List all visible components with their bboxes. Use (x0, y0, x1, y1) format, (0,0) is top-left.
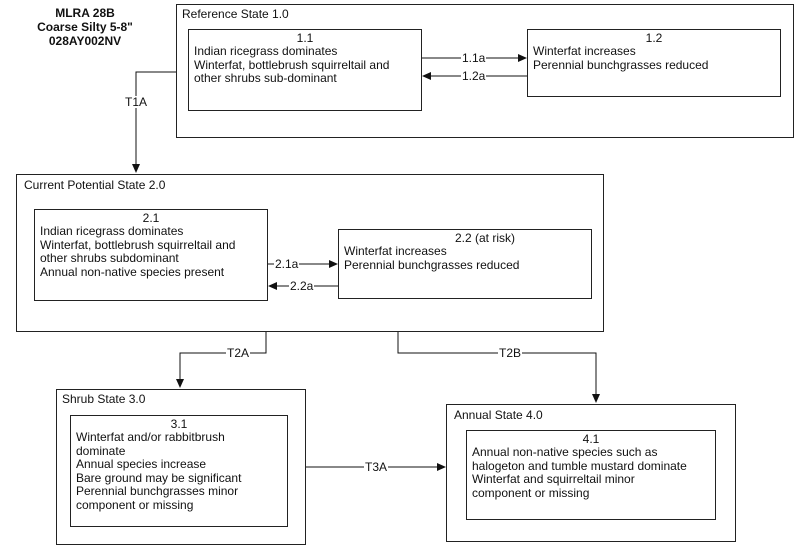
phase-4-1-line: Annual non-native species such as (472, 445, 658, 459)
mlra-label: MLRA 28B (55, 6, 115, 20)
pathway-1-2a-label: 1.2a (461, 69, 487, 83)
pathway-2-2a-label: 2.2a (289, 279, 315, 293)
phase-2-2-box: 2.2 (at risk) Winterfat increases Perenn… (338, 229, 592, 299)
phase-1-2-box: 1.2 Winterfat increases Perennial bunchg… (527, 29, 781, 97)
phase-4-1-line: Winterfat and squirreltail minor (472, 472, 635, 486)
transition-t3a-label: T3A (364, 460, 389, 474)
pathway-2-1a-label: 2.1a (274, 257, 300, 271)
annual-state-title: Annual State 4.0 (454, 408, 543, 422)
phase-1-1-line: other shrubs sub-dominant (194, 71, 337, 85)
site-id-label: 028AY002NV (48, 34, 122, 48)
current-state-title: Current Potential State 2.0 (24, 178, 166, 192)
phase-1-1-box: 1.1 Indian ricegrass dominates Winterfat… (188, 29, 422, 111)
transition-t2b-label: T2B (498, 346, 523, 360)
phase-4-1-box: 4.1 Annual non-native species such as ha… (466, 430, 716, 520)
shrub-state-title: Shrub State 3.0 (62, 392, 146, 406)
phase-3-1-line: Perennial bunchgrasses minor (76, 484, 239, 498)
phase-4-1-id: 4.1 (582, 432, 600, 446)
phase-4-1-line: halogeton and tumble mustard dominate (472, 458, 687, 473)
phase-3-1-line: component or missing (76, 497, 194, 512)
phase-1-1-line: Indian ricegrass dominates (194, 44, 338, 58)
phase-2-2-line: Winterfat increases (344, 244, 447, 258)
phase-4-1-line: component or missing (472, 485, 590, 500)
phase-1-2-line: Winterfat increases (533, 44, 636, 58)
phase-2-1-box: 2.1 Indian ricegrass dominates Winterfat… (34, 209, 268, 301)
site-header: MLRA 28B Coarse Silty 5-8" 028AY002NV (0, 6, 170, 48)
phase-3-1-id: 3.1 (170, 417, 188, 431)
transition-t2a-arrow (176, 332, 267, 388)
phase-3-1-line: Winterfat and/or rabbitbrush (76, 430, 225, 444)
phase-3-1-line: Annual species increase (76, 457, 207, 471)
site-name-label: Coarse Silty 5-8" (37, 20, 133, 34)
phase-2-1-line: Indian ricegrass dominates (40, 224, 184, 238)
phase-2-1-line: other shrubs subdominant (40, 251, 179, 265)
phase-3-1-line: Bare ground may be significant (76, 470, 242, 485)
phase-3-1-line: dominate (76, 443, 126, 458)
phase-2-1-line: Winterfat, bottlebrush squirreltail and (40, 237, 236, 252)
pathway-1-1a-label: 1.1a (461, 51, 487, 65)
transition-t1a-arrow (132, 71, 176, 173)
phase-1-2-line: Perennial bunchgrasses reduced (533, 57, 709, 72)
transition-t1a-label: T1A (124, 95, 149, 109)
transition-t2a-label: T2A (226, 346, 251, 360)
phase-1-1-id: 1.1 (296, 31, 314, 45)
phase-3-1-box: 3.1 Winterfat and/or rabbitbrush dominat… (70, 415, 288, 527)
phase-2-1-id: 2.1 (142, 211, 160, 225)
phase-1-2-id: 1.2 (645, 31, 663, 45)
phase-2-2-line: Perennial bunchgrasses reduced (344, 257, 520, 272)
phase-2-2-id: 2.2 (at risk) (454, 231, 515, 245)
reference-state-title: Reference State 1.0 (182, 7, 289, 21)
phase-1-1-line: Winterfat, bottlebrush squirreltail and (194, 57, 390, 72)
transition-t2b-arrow (397, 332, 600, 403)
phase-2-1-line: Annual non-native species present (40, 264, 225, 279)
